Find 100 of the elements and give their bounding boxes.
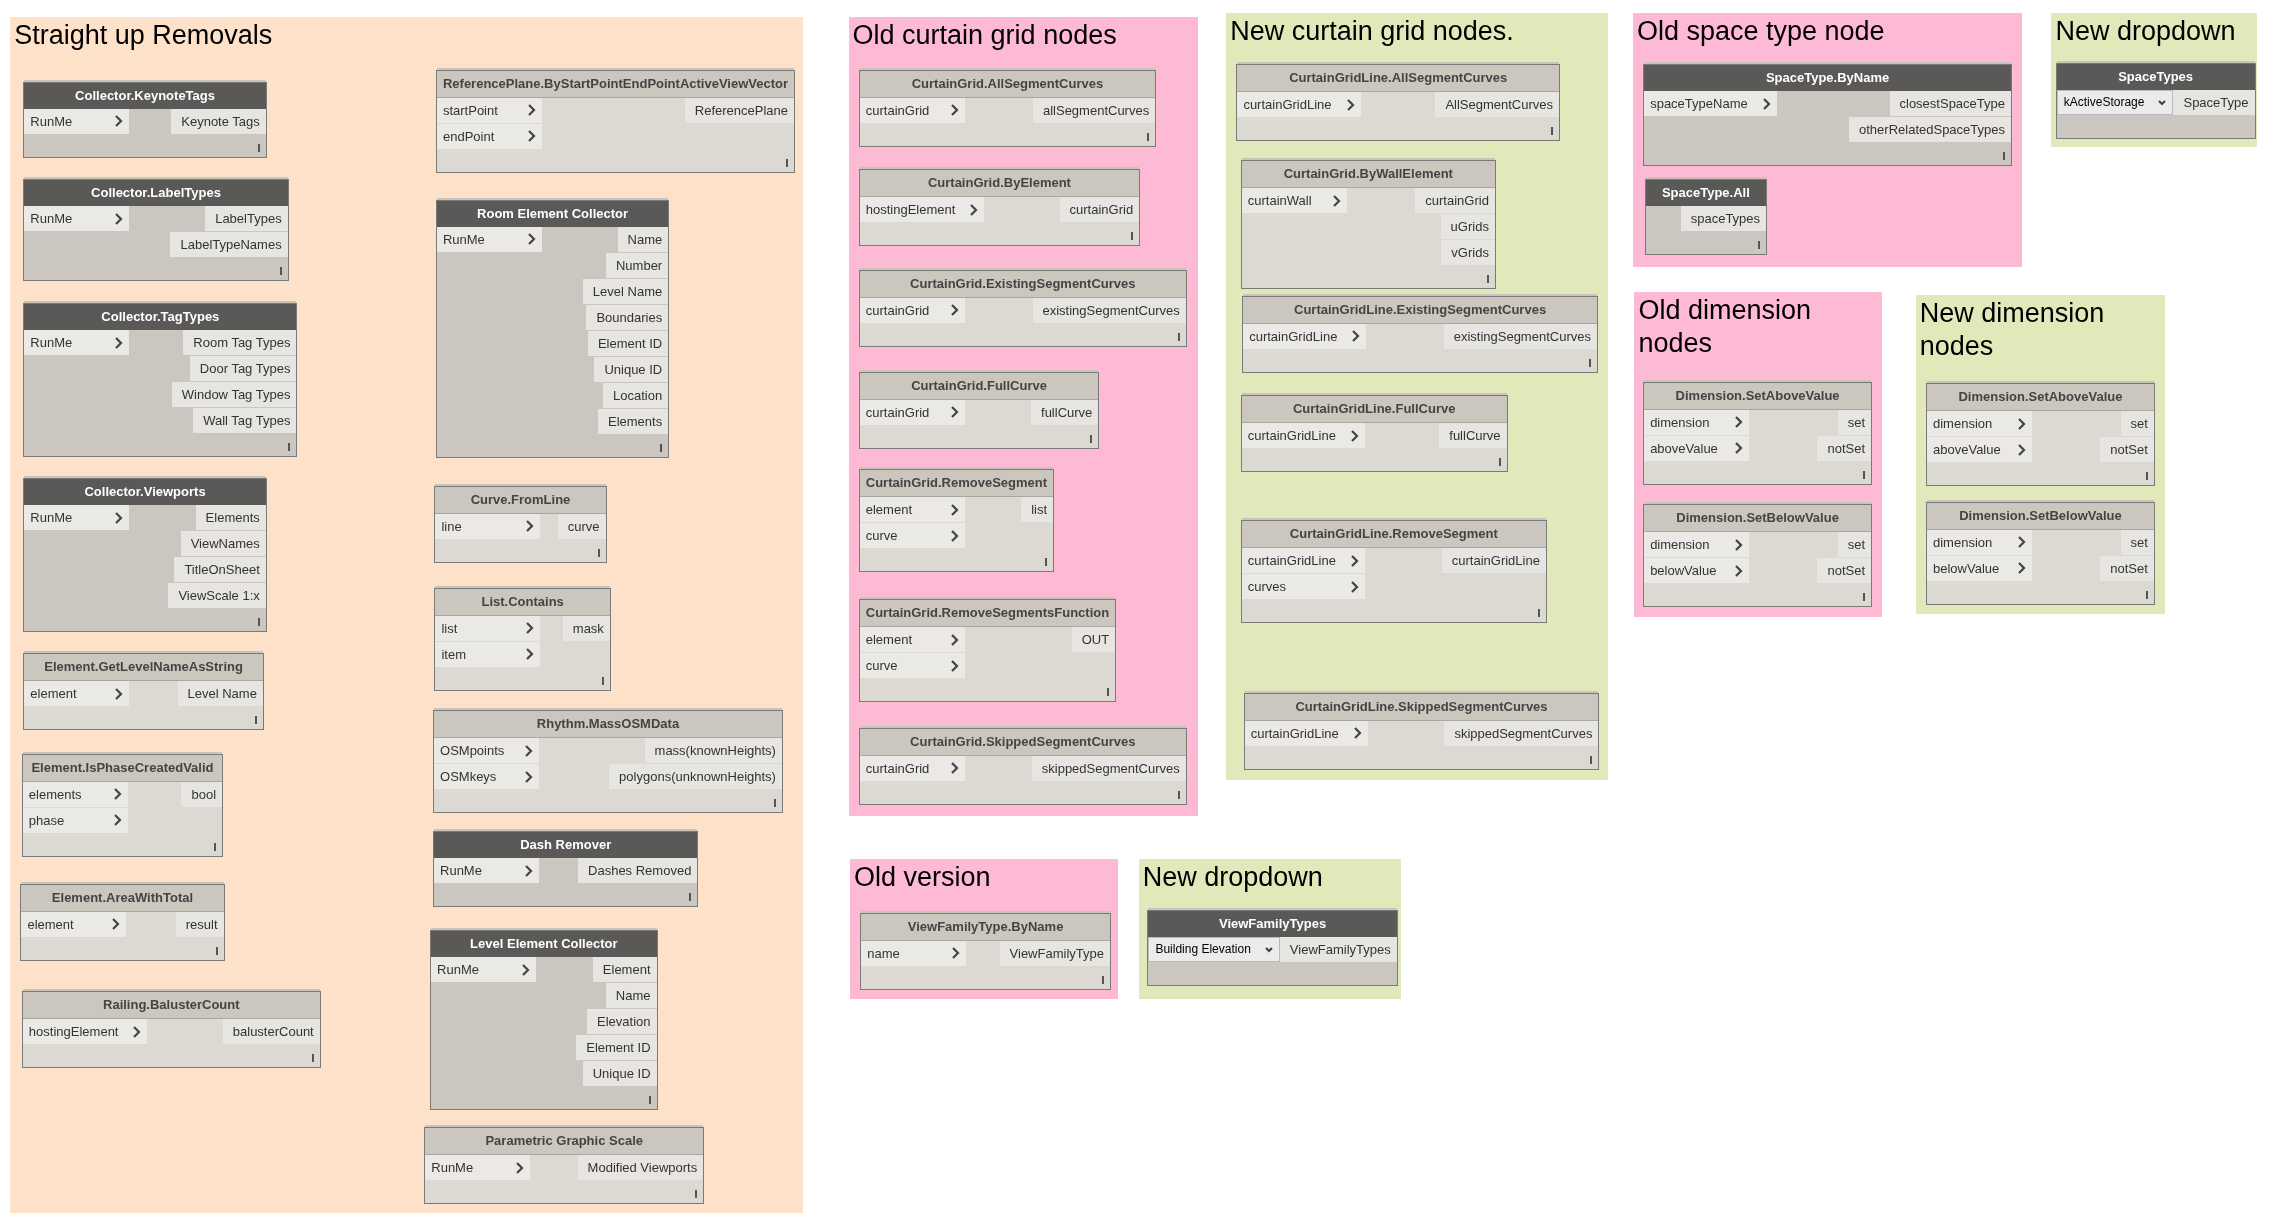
port-label: elements — [28, 785, 82, 804]
port-label: curtainWall — [1247, 192, 1312, 211]
output-port: ViewFamilyTypes — [1279, 936, 1397, 962]
function-node — [860, 912, 1111, 990]
node-header: ViewFamilyTypes — [1148, 910, 1397, 937]
function-node — [434, 485, 607, 563]
output-port: skippedSegmentCurves — [1031, 755, 1186, 781]
port-label: dimension — [1650, 536, 1710, 555]
node-header: Dimension.SetBelowValue — [1927, 502, 2154, 530]
output-port: Level Name — [177, 681, 263, 707]
output-port: Element ID — [576, 1035, 657, 1061]
port-label: hostingElement — [28, 1023, 119, 1042]
output-port: Dashes Removed — [578, 858, 698, 884]
output-port: Element ID — [587, 330, 669, 356]
port-label: RunMe — [437, 961, 479, 980]
node-header: SpaceTypes — [2056, 63, 2255, 90]
output-port: result — [175, 911, 224, 937]
output-port: closestSpaceType — [1889, 91, 2011, 117]
function-node — [1643, 382, 1873, 485]
node-header: ReferencePlane.ByStartPointEndPointActiveViewVector — [436, 70, 795, 98]
node-header: Dimension.SetAboveValue — [1644, 383, 1872, 410]
node-header: Railing.BalusterCount — [22, 992, 320, 1020]
function-node — [424, 1127, 705, 1204]
output-port: ReferencePlane — [684, 97, 795, 123]
output-port: Door Tag Types — [189, 356, 297, 382]
node-header: CurtainGrid.ByElement — [859, 170, 1140, 198]
output-port: Element — [592, 957, 657, 983]
function-node — [858, 599, 1117, 703]
node-header: CurtainGrid.FullCurve — [859, 372, 1099, 400]
function-node — [1243, 692, 1600, 770]
port-label: endPoint — [442, 127, 495, 146]
output-port: curtainGrid — [1059, 197, 1140, 223]
function-node — [1240, 520, 1547, 624]
port-label: RunMe — [30, 509, 73, 528]
group-title: Old dimension nodes — [1638, 293, 1812, 360]
port-label: curtainGridLine — [1250, 724, 1339, 743]
function-node — [1644, 179, 1768, 256]
output-port: Location — [603, 382, 669, 408]
group-title: New curtain grid nodes. — [1230, 15, 1515, 49]
node-header: SpaceType.ByName — [1644, 65, 2011, 92]
function-node — [23, 653, 264, 731]
output-port: set — [1837, 532, 1872, 558]
function-node — [430, 930, 658, 1111]
port-label: dimension — [1933, 415, 1993, 434]
output-port: balusterCount — [222, 1019, 320, 1045]
node-header: CurtainGridLine.AllSegmentCurves — [1237, 65, 1560, 93]
output-port: notSet — [1817, 436, 1872, 461]
port-label: curtainGrid — [865, 301, 930, 320]
node-header: Collector.Viewports — [24, 479, 266, 506]
node-header: Collector.LabelTypes — [24, 180, 288, 207]
node-header: CurtainGrid.RemoveSegment — [859, 470, 1054, 498]
group-panel — [850, 858, 1119, 999]
node-header: Level Element Collector — [431, 931, 657, 958]
port-label: aboveValue — [1933, 441, 2001, 460]
output-port: Modified Viewports — [577, 1155, 704, 1180]
function-node — [435, 69, 796, 173]
node-header: Element.GetLevelNameAsString — [24, 654, 263, 682]
function-node — [434, 587, 611, 691]
node-header: Collector.TagTypes — [24, 304, 297, 331]
group-title: New dimension nodes — [1919, 296, 2106, 363]
group-title: Old curtain grid nodes — [852, 19, 1118, 53]
port-label: aboveValue — [1650, 440, 1718, 458]
group-panel — [1226, 13, 1609, 780]
output-port: ViewFamilyType — [999, 940, 1110, 966]
port-label: belowValue — [1933, 559, 2000, 578]
port-label: list — [441, 619, 458, 638]
node-header: CurtainGridLine.ExistingSegmentCurves — [1243, 296, 1597, 324]
function-node — [858, 69, 1157, 147]
node-header: Dimension.SetBelowValue — [1644, 505, 1872, 533]
port-label: element — [27, 915, 74, 934]
output-port: Keynote Tags — [171, 108, 266, 134]
function-node — [23, 303, 298, 458]
port-label: OSMpoints — [440, 742, 505, 761]
function-node — [858, 727, 1187, 805]
output-port: otherRelatedSpaceTypes — [1849, 117, 2011, 143]
output-port: Boundaries — [586, 304, 669, 330]
function-node — [2055, 62, 2256, 139]
function-node — [858, 269, 1187, 347]
output-port: notSet — [1817, 558, 1872, 584]
node-header: CurtainGrid.ByWallElement — [1241, 161, 1495, 189]
function-node — [23, 179, 289, 282]
output-port: SpaceType — [2173, 89, 2255, 115]
output-port: curve — [557, 513, 606, 539]
function-node — [1147, 909, 1398, 986]
function-node — [1240, 160, 1496, 290]
output-port: existingSegmentCurves — [1032, 297, 1186, 323]
function-node — [23, 478, 267, 633]
node-header: Rhythm.MassOSMData — [434, 711, 782, 739]
output-port: LabelTypes — [205, 206, 288, 232]
function-node — [1926, 383, 2155, 487]
port-label: RunMe — [30, 112, 73, 131]
output-port: Unique ID — [582, 1061, 657, 1087]
port-label: curtainGrid — [865, 101, 930, 120]
group-title: New dropdown — [2055, 15, 2237, 49]
output-port: bool — [181, 781, 223, 807]
output-port: fullCurve — [1031, 399, 1099, 425]
port-label: curve — [865, 657, 898, 676]
group-title: New dropdown — [1142, 860, 1324, 894]
port-label: belowValue — [1650, 562, 1717, 581]
function-node — [1242, 295, 1598, 373]
